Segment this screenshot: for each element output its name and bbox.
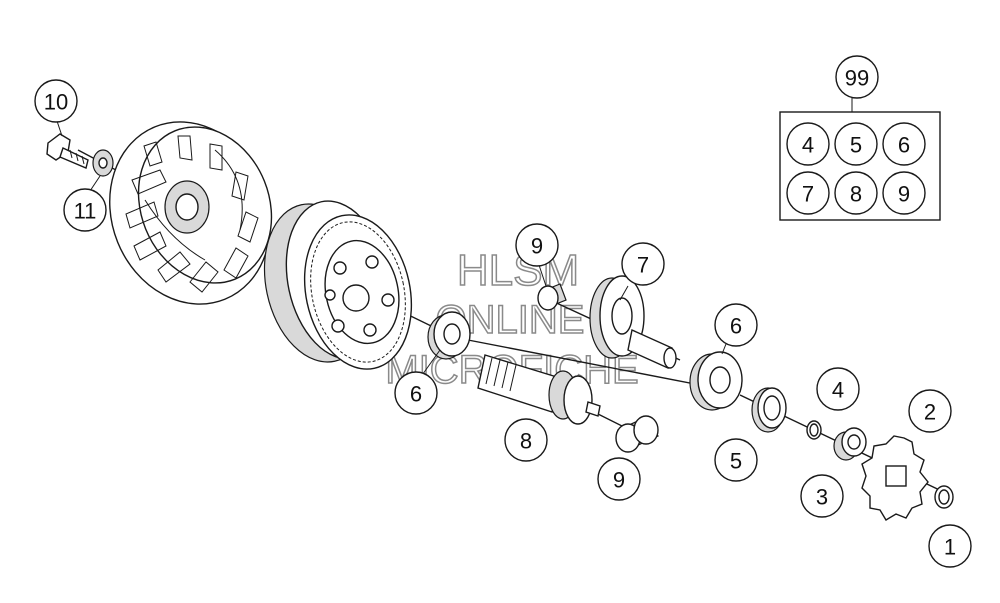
input-shaft-part <box>477 354 601 425</box>
kit-item-circle <box>882 171 926 215</box>
callout-label: 3 <box>816 485 828 510</box>
callout-circle <box>928 524 972 568</box>
callout-c6b: 6 <box>714 303 758 347</box>
kit-item-7: 7 <box>786 171 830 215</box>
callout-label: 11 <box>74 199 97 224</box>
seal-ring-part <box>751 387 787 433</box>
callout-c2: 2 <box>908 389 952 433</box>
kit-item-circle <box>786 122 830 166</box>
spacer-sleeve-part <box>833 427 867 461</box>
o-ring-part <box>806 420 822 440</box>
kit-item-circle <box>786 171 830 215</box>
kit-item-circle <box>834 122 878 166</box>
kit-item-8: 8 <box>834 171 878 215</box>
callout-label: 9 <box>531 234 543 259</box>
callout-label: 6 <box>410 382 422 407</box>
callout-circle <box>908 389 952 433</box>
needle-bearing-lower-part <box>615 415 660 453</box>
callout-circle <box>34 79 78 123</box>
bearing-left-part <box>427 311 471 360</box>
kit-item-5: 5 <box>834 122 878 166</box>
washer-part <box>92 149 114 177</box>
callout-c5: 5 <box>714 438 758 482</box>
callout-label: 8 <box>520 429 532 454</box>
callout-circle <box>515 223 559 267</box>
callout-c9a: 9 <box>515 223 559 267</box>
needle-bearing-upper-part <box>537 283 567 311</box>
kit-item-label: 8 <box>850 182 862 207</box>
callout-circle <box>816 367 860 411</box>
kit-item-6: 6 <box>882 122 926 166</box>
bearing-right-part <box>689 351 743 411</box>
kit-item-label: 7 <box>802 182 814 207</box>
clutch-pack-part <box>263 200 413 370</box>
callout-c8: 8 <box>504 418 548 462</box>
kit-item-label: 6 <box>898 133 910 158</box>
callout-circle <box>394 371 438 415</box>
kit-item-label: 4 <box>802 133 814 158</box>
kit-item-circle <box>882 122 926 166</box>
callout-label: 9 <box>613 468 625 493</box>
kit-item-4: 4 <box>786 122 830 166</box>
callout-label: 2 <box>924 400 936 425</box>
callout-circle <box>621 242 665 286</box>
output-gear-part <box>589 275 677 369</box>
callout-label: 1 <box>944 535 956 560</box>
kit-item-circle <box>834 171 878 215</box>
callout-circle <box>714 303 758 347</box>
kit-item-9: 9 <box>882 171 926 215</box>
kit-callout: 99 <box>835 55 879 99</box>
clutch-basket-part <box>109 121 273 305</box>
bolt-part <box>46 133 89 169</box>
callout-label: 5 <box>730 449 742 474</box>
kit-item-label: 9 <box>898 182 910 207</box>
callout-label: 4 <box>832 378 844 403</box>
callout-c4: 4 <box>816 367 860 411</box>
callout-circle <box>63 188 107 232</box>
kit-callout-label: 99 <box>845 66 869 91</box>
callout-circle <box>504 418 548 462</box>
callout-c3: 3 <box>800 474 844 518</box>
callout-circle <box>800 474 844 518</box>
callout-circle <box>714 438 758 482</box>
callout-c10: 10 <box>34 79 78 123</box>
callout-c11: 11 <box>63 188 107 232</box>
circlip-part <box>934 485 954 509</box>
callout-c6a: 6 <box>394 371 438 415</box>
callout-label: 6 <box>730 314 742 339</box>
callout-circle <box>597 457 641 501</box>
callout-label: 10 <box>44 90 68 115</box>
callout-c1: 1 <box>928 524 972 568</box>
kit-item-label: 5 <box>850 133 862 158</box>
kit-callout-circle <box>835 55 879 99</box>
callout-label: 7 <box>637 253 649 278</box>
sprocket-part <box>861 435 929 521</box>
callout-c7: 7 <box>621 242 665 286</box>
callout-c9b: 9 <box>597 457 641 501</box>
